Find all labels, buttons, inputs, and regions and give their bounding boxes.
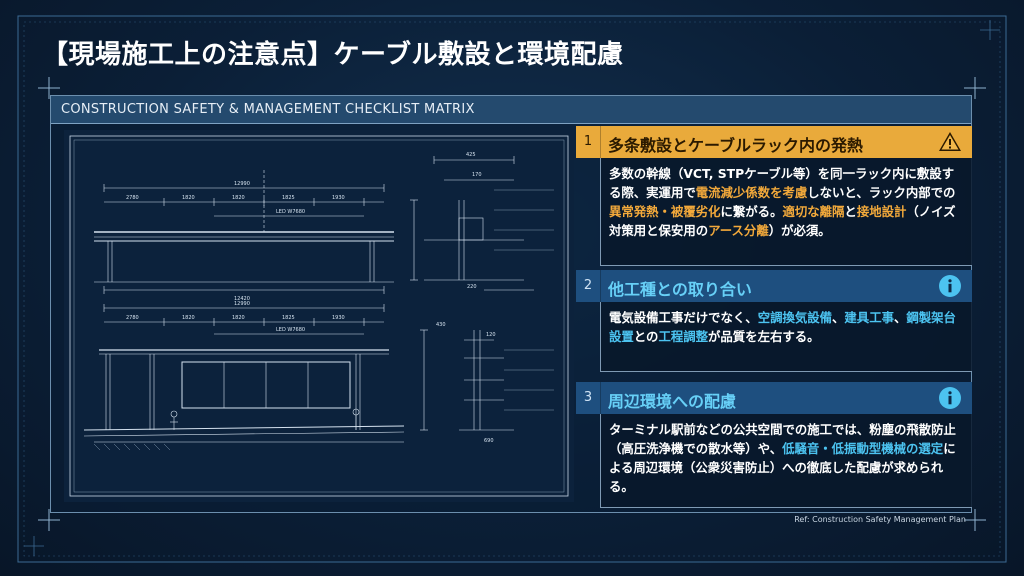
dim-side-b: 170: [472, 172, 482, 178]
section-number: 3: [576, 382, 601, 414]
panel-header-label: CONSTRUCTION SAFETY & MANAGEMENT CHECKLI…: [61, 102, 475, 117]
body-text: しないと、ラック内部での: [807, 185, 956, 200]
dim-mid-seg-a: 1820: [182, 315, 195, 321]
dim-top-seg-d: 1930: [332, 195, 345, 201]
body-text: ）が必須。: [768, 223, 831, 238]
highlight-text: 接地設計: [856, 204, 907, 219]
body-text: による周辺環境（公衆災害防止）への徹底した配慮が求められる。: [609, 441, 956, 494]
dim-top-total: 12990: [234, 181, 250, 187]
technical-drawing: 12990 2780 1820 1820 1825 1930 LED W7680…: [64, 130, 574, 502]
section-title: 他工種との取り合い: [608, 280, 752, 299]
section-title: 周辺環境への配慮: [608, 392, 737, 411]
section-heat-header: 1 多条敷設とケーブルラック内の発熱: [576, 126, 972, 158]
warning-icon: [939, 132, 961, 151]
dim-mid-seg-b: 1820: [232, 315, 245, 321]
dim-mid-total: 12990: [234, 301, 250, 307]
body-text: ターミナル駅前などの公共空間での施工では、粉塵の飛散防止（高圧洗浄機での散水等）…: [609, 422, 956, 456]
dim-top-seg-c: 1825: [282, 195, 295, 201]
section-number: 1: [576, 126, 601, 158]
body-text: 電気設備工事だけでなく、: [609, 310, 758, 325]
dim-side-c: 220: [467, 284, 477, 290]
slide-title: 【現場施工上の注意点】ケーブル敷設と環境配慮: [42, 40, 624, 70]
section-environment: 3 周辺環境への配慮 ターミナル駅前などの公共空間での施工では、粉塵の飛散防止（…: [576, 382, 972, 508]
dim-mid-led: LED W7680: [276, 327, 305, 333]
dim-top-seg-a: 1820: [182, 195, 195, 201]
reference-note: Ref: Construction Safety Management Plan: [794, 515, 966, 524]
section-heat: 1 多条敷設とケーブルラック内の発熱 多数の幹線（VCT, STPケーブル等）を…: [576, 126, 972, 266]
highlight-text: 異常発熱・被覆劣化: [609, 204, 721, 219]
section-heat-body: 多数の幹線（VCT, STPケーブル等）を同一ラック内に敷設する際、実運用で電流…: [600, 158, 972, 266]
dim-top-seg-b: 1820: [232, 195, 245, 201]
body-text: との: [633, 329, 659, 344]
dim-mid-seg-c: 1825: [282, 315, 295, 321]
highlight-text: 電流減少係数を考慮: [695, 185, 808, 200]
body-text: （ノイズ対策用と保安用の: [609, 204, 956, 238]
highlight-text: 建具工事: [844, 310, 894, 325]
highlight-text: 鋼製架台設置: [609, 310, 956, 344]
section-number: 2: [576, 270, 601, 302]
section-coordination: 2 他工種との取り合い 電気設備工事だけでなく、空調換気設備、建具工事、鋼製架台…: [576, 270, 972, 372]
body-text: 、: [832, 310, 845, 325]
section-environment-body: ターミナル駅前などの公共空間での施工では、粉塵の飛散防止（高圧洗浄機での散水等）…: [600, 414, 972, 508]
dim-side-f: 690: [484, 438, 494, 444]
dim-top-seg1: 2780: [126, 195, 139, 201]
section-environment-header: 3 周辺環境への配慮: [576, 382, 972, 414]
info-icon: [939, 275, 961, 297]
dim-top-bottom: 12420: [234, 296, 250, 302]
section-title: 多条敷設とケーブルラック内の発熱: [608, 136, 864, 155]
body-text: 多数の幹線（VCT, STPケーブル等）を同一ラック内に敷設する際、実運用で: [609, 166, 955, 200]
highlight-text: 適切な離隔: [782, 204, 845, 219]
body-text: が品質を左右する。: [708, 329, 820, 344]
dim-mid-seg-d: 1930: [332, 315, 345, 321]
dim-side-d: 430: [436, 322, 446, 328]
highlight-text: アース分離: [708, 223, 769, 238]
section-coordination-body: 電気設備工事だけでなく、空調換気設備、建具工事、鋼製架台設置との工程調整が品質を…: [600, 302, 972, 372]
section-coordination-header: 2 他工種との取り合い: [576, 270, 972, 302]
highlight-text: 空調換気設備: [757, 310, 833, 325]
dim-top-led: LED W7680: [276, 209, 305, 215]
info-icon: [939, 387, 961, 409]
dim-side-e: 120: [486, 332, 496, 338]
body-text: 、: [893, 310, 907, 325]
dim-side-a: 425: [466, 152, 476, 158]
highlight-text: 低騒音・低振動型機械の選定: [782, 441, 944, 456]
body-text: と: [844, 204, 857, 219]
highlight-text: 工程調整: [658, 329, 709, 344]
dim-mid-seg1: 2780: [126, 315, 139, 321]
body-text: に繋がる。: [720, 204, 783, 219]
panel-header: CONSTRUCTION SAFETY & MANAGEMENT CHECKLI…: [51, 96, 971, 124]
